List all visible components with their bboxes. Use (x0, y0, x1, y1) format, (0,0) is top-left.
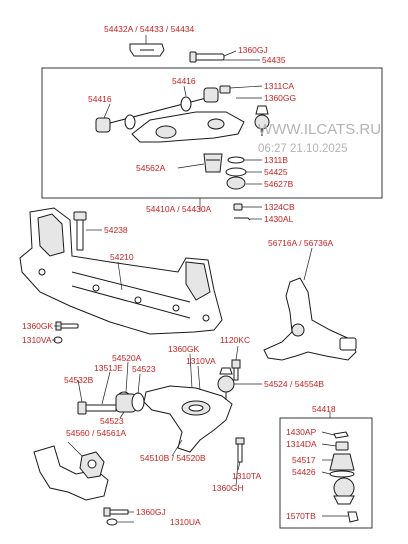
label-54627B[interactable]: 54627B (264, 179, 294, 189)
leader-54523-b (119, 411, 125, 419)
rebound-bumper-part[interactable] (203, 153, 223, 173)
lower-arm-bushing-part[interactable] (115, 391, 145, 413)
bolt-1360GK-a-part[interactable] (53, 321, 79, 344)
lower-ball-joint-part[interactable] (217, 367, 235, 400)
lower-control-arm-part[interactable] (143, 385, 233, 453)
upper-arm-shaft-part[interactable] (95, 87, 219, 133)
kit-cotter-part[interactable] (347, 511, 359, 523)
label-1310TA[interactable]: 1310TA (232, 471, 261, 481)
leader-1360GK-b (189, 353, 193, 389)
leader-54210 (117, 261, 123, 291)
shim-bracket-part[interactable] (129, 43, 165, 57)
leader-54520A (125, 361, 129, 393)
leader-56716A (303, 247, 313, 281)
front-crossmember-part[interactable] (19, 207, 223, 335)
label-54523-a[interactable]: 54523 (132, 364, 156, 374)
cotter-nut-part[interactable] (233, 203, 251, 221)
label-1360GJ-bottom[interactable]: 1360GJ (136, 507, 166, 517)
label-1311B[interactable]: 1311B (264, 155, 288, 165)
leader-54426 (321, 471, 331, 475)
leader-54416-b (183, 85, 187, 97)
label-1310VA-a[interactable]: 1310VA (22, 335, 52, 345)
leader-1310TA (237, 461, 241, 471)
upper-arm-group-box (41, 67, 383, 199)
leader-1351JE (101, 371, 111, 405)
kit-cotter-pin-part[interactable] (333, 431, 349, 439)
label-1360GH[interactable]: 1360GH (212, 483, 244, 493)
leader-1310VA-b (197, 365, 201, 391)
label-1311CA[interactable]: 1311CA (264, 81, 294, 91)
label-54517[interactable]: 54517 (292, 455, 316, 465)
label-54562A[interactable]: 54562A (136, 163, 166, 173)
label-1360GG[interactable]: 1360GG (264, 93, 296, 103)
label-1120KC[interactable]: 1120KC (220, 335, 250, 345)
label-54426[interactable]: 54426 (292, 467, 316, 477)
label-54210[interactable]: 54210 (110, 252, 134, 262)
leader-1360GJ-top (223, 50, 237, 57)
bolt-1360GH-part[interactable] (235, 437, 245, 463)
label-1360GK-a[interactable]: 1360GK (22, 321, 54, 331)
leader-54560 (67, 441, 83, 457)
leader-1311CA (229, 85, 263, 89)
label-54425[interactable]: 54425 (264, 167, 288, 177)
leader-54532B (77, 379, 83, 403)
lower-arm-bolt-part[interactable] (77, 401, 117, 415)
label-54435[interactable]: 54435 (262, 55, 286, 65)
label-1314DA[interactable]: 1314DA (286, 439, 317, 449)
bolt-1360GJ-top-part[interactable] (189, 51, 225, 63)
watermark-site: WWW.ILCATS.RU (258, 121, 381, 138)
crossmember-bolt-part[interactable] (73, 211, 87, 251)
watermark-datetime: 06:27 21.10.2025 (258, 143, 348, 155)
kit-nut-part[interactable] (335, 441, 349, 451)
label-54416-a[interactable]: 54416 (88, 94, 112, 104)
leader-1120KC (235, 345, 239, 361)
upper-control-arm-part[interactable] (131, 111, 245, 143)
leader-54510B (171, 439, 183, 457)
label-54418[interactable]: 54418 (312, 404, 336, 414)
upper-ball-joint-part[interactable] (254, 105, 270, 136)
ball-joint-kit-box (279, 417, 373, 529)
label-1360GJ-top[interactable]: 1360GJ (238, 45, 268, 55)
label-54238[interactable]: 54238 (104, 225, 128, 235)
kit-dust-boot-part[interactable] (329, 453, 355, 471)
leader-54562A (177, 163, 205, 169)
kit-ball-joint-part[interactable] (333, 477, 355, 505)
lower-arm-bracket-part[interactable] (33, 445, 109, 501)
label-1570TB[interactable]: 1570TB (286, 511, 316, 521)
label-56716A[interactable]: 56716A / 56736A (268, 238, 334, 248)
leader-1314DA (321, 443, 337, 447)
label-54416-b[interactable]: 54416 (172, 76, 196, 86)
leader-1430AP (321, 431, 335, 436)
steering-knuckle-part[interactable] (263, 277, 357, 361)
label-1351JE[interactable]: 1351JE (94, 363, 123, 373)
label-1310UA[interactable]: 1310UA (170, 517, 201, 527)
bolt-1120KC-part[interactable] (231, 359, 241, 381)
label-54532B[interactable]: 54532B (64, 375, 94, 385)
label-54560[interactable]: 54560 / 54561A (66, 428, 126, 438)
leader-54416-a (103, 103, 111, 119)
label-1324CB[interactable]: 1324CB (264, 202, 295, 212)
label-54432A[interactable]: 54432A / 54433 / 54434 (104, 24, 195, 34)
label-1430AL[interactable]: 1430AL (264, 214, 294, 224)
label-54524[interactable]: 54524 / 54554B (264, 379, 324, 389)
leader-1360GH (235, 461, 239, 487)
bolt-1360GJ-bottom-part[interactable] (103, 507, 129, 526)
label-54523-b[interactable]: 54523 (100, 416, 124, 426)
washer-stack-part[interactable] (225, 156, 247, 190)
label-54510B[interactable]: 54510B / 54520B (140, 453, 206, 463)
label-54410A[interactable]: 54410A / 54430A (146, 204, 212, 214)
kit-ring-part[interactable] (329, 470, 355, 478)
leader-54523-a (137, 373, 141, 395)
label-1360GK-b[interactable]: 1360GK (168, 344, 200, 354)
label-1310VA-b[interactable]: 1310VA (186, 356, 216, 366)
label-54520A[interactable]: 54520A (112, 353, 142, 363)
label-1430AP[interactable]: 1430AP (286, 427, 317, 437)
nut-1311CA-part[interactable] (219, 85, 231, 94)
